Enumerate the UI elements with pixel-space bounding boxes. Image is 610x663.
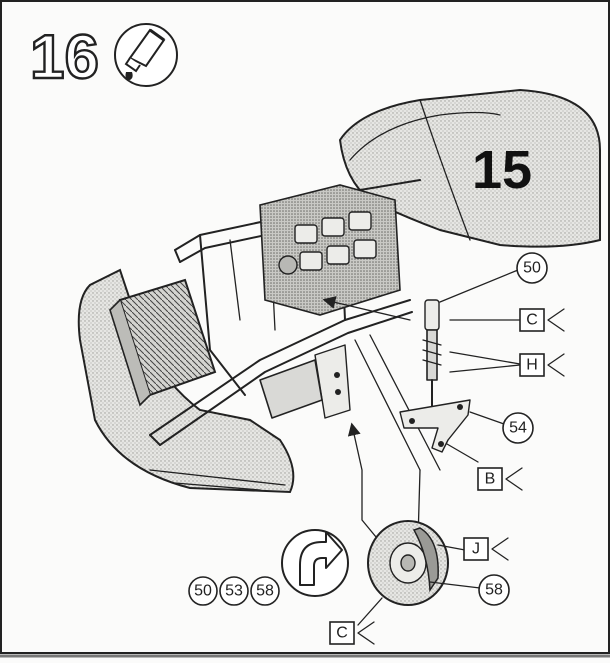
part-callout-53-bottom: 53	[219, 576, 249, 606]
radiator	[109, 278, 217, 407]
svg-text:50: 50	[523, 260, 541, 277]
step-number: 16	[30, 23, 99, 92]
svg-text:50: 50	[194, 583, 212, 600]
svg-text:58: 58	[256, 583, 274, 600]
svg-text:B: B	[485, 471, 496, 488]
tree-flag-j: J	[463, 537, 509, 561]
part-callout-50-top: 50	[516, 252, 548, 284]
svg-text:H: H	[526, 357, 538, 374]
svg-text:J: J	[472, 541, 480, 558]
part-callout-58-right: 58	[478, 574, 510, 606]
assembly-leaders	[322, 296, 441, 561]
tree-flag-c-top: C	[449, 308, 565, 332]
part-callout-58-bottom: 58	[250, 576, 280, 606]
svg-text:53: 53	[225, 583, 243, 600]
tree-flag-h: H	[449, 351, 565, 377]
engine-block	[259, 184, 401, 316]
svg-text:58: 58	[485, 582, 503, 599]
suspension-bracket	[259, 344, 351, 419]
svg-text:54: 54	[509, 420, 527, 437]
svg-text:C: C	[336, 625, 348, 642]
subassembly-step-ref: 15	[472, 140, 532, 200]
svg-text:C: C	[526, 312, 538, 329]
tree-flag-c-bottom: C	[329, 621, 375, 645]
part-callout-54: 54	[502, 412, 534, 444]
part-callout-50-bottom: 50	[188, 576, 218, 606]
rotate-arrow-icon	[281, 529, 349, 597]
lower-arm-bracket	[399, 399, 505, 463]
glue-tube-icon	[114, 23, 178, 87]
brake-disc	[357, 520, 481, 626]
tree-flag-b: B	[477, 467, 523, 491]
shock-absorber	[422, 269, 519, 421]
